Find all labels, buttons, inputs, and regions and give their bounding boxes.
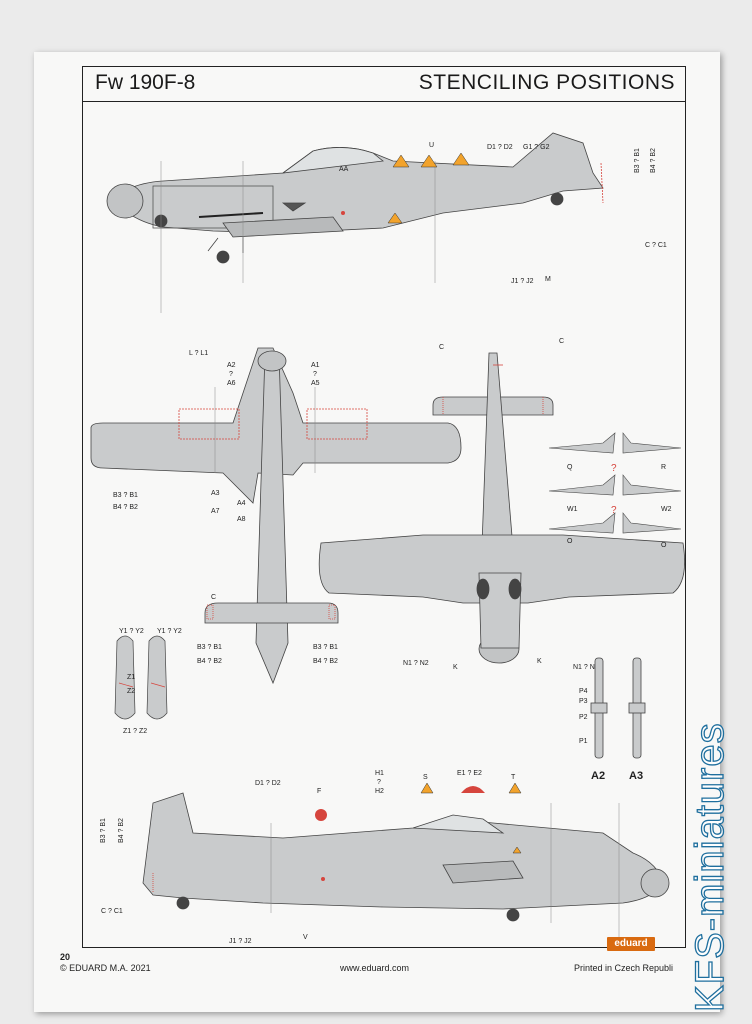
- stencil-label: O: [661, 542, 667, 549]
- stencil-label: B3 ? B1: [313, 644, 338, 651]
- stencil-label: J1 ? J2: [229, 938, 252, 945]
- side-view-right-markers: [315, 782, 522, 881]
- stencil-label: P2: [579, 714, 588, 721]
- stencil-label: A6: [227, 380, 236, 387]
- eduard-logo: eduard: [607, 937, 655, 951]
- side-view-left-warnings: [341, 152, 470, 224]
- stencil-label: H2: [375, 788, 384, 795]
- stencil-label: B4 ? B2: [113, 504, 138, 511]
- stencil-label: C ? C1: [645, 242, 667, 249]
- stencil-label: G1 ? G2: [523, 144, 550, 151]
- gear-legs: [590, 657, 646, 759]
- stencil-label: S: [423, 774, 428, 781]
- stencil-label: B4 ? B2: [197, 658, 222, 665]
- aileron-details: [548, 432, 682, 534]
- watermark: KFS-miniatures: [687, 722, 732, 1013]
- stencil-label: C: [211, 594, 216, 601]
- stencil-label: ?: [313, 371, 317, 378]
- stencil-label: O: [567, 538, 573, 545]
- printed-in: Printed in Czech Republi: [574, 963, 674, 973]
- drop-tank: [114, 635, 168, 720]
- leg-label-a2: A2: [591, 770, 605, 782]
- stencil-label: A2: [227, 362, 236, 369]
- stencil-label: Z1 ? Z2: [123, 728, 147, 735]
- stencil-label: ?: [229, 371, 233, 378]
- stencil-label: B3 ? B1: [113, 492, 138, 499]
- side-view-right: [142, 792, 670, 943]
- stencil-label: B4 ? B2: [650, 148, 657, 173]
- page-title: STENCILING POSITIONS: [418, 71, 675, 94]
- stencil-label: F: [317, 788, 321, 795]
- stencil-label: U: [429, 142, 434, 149]
- stencil-label: C: [439, 344, 444, 351]
- stencil-label: P1: [579, 738, 588, 745]
- instruction-sheet: Fw 190F-8 STENCILING POSITIONS: [34, 52, 720, 1012]
- stencil-label: A5: [311, 380, 320, 387]
- stencil-label: W1: [567, 506, 578, 513]
- stencil-label: Y1 ? Y2: [119, 628, 144, 635]
- stencil-label: K: [453, 664, 458, 671]
- stencil-label: Z1: [127, 674, 135, 681]
- stencil-label: Z2: [127, 688, 135, 695]
- stencil-label: K: [537, 658, 542, 665]
- stencil-label: E1 ? E2: [457, 770, 482, 777]
- stencil-label: Q: [567, 464, 573, 471]
- stencil-label: A4: [237, 500, 246, 507]
- stencil-label: A3: [211, 490, 220, 497]
- side-view-left: [106, 132, 604, 313]
- stencil-label: M: [545, 276, 551, 283]
- website-url: www.eduard.com: [340, 963, 410, 973]
- stencil-diagram: AA U D1 ? D2 G1 ? G2 B3 ? B1 B4 ? B2 C ?…: [90, 132, 685, 945]
- stencil-label: N1 ? N2: [573, 664, 599, 671]
- bottom-view: [318, 352, 685, 664]
- stencil-label: R: [661, 464, 666, 471]
- stencil-label: B4 ? B2: [118, 818, 125, 843]
- page-frame: Fw 190F-8 STENCILING POSITIONS: [82, 66, 686, 948]
- stencil-label: B4 ? B2: [313, 658, 338, 665]
- page-number: 20: [60, 952, 71, 962]
- leg-label-a3: A3: [629, 770, 643, 782]
- stencil-label: C: [559, 338, 564, 345]
- stencil-label: A1: [311, 362, 320, 369]
- stencil-label: A8: [237, 516, 246, 523]
- stencil-label: N1 ? N2: [403, 660, 429, 667]
- stencil-label: A7: [211, 508, 220, 515]
- stencil-label: D1 ? D2: [255, 780, 281, 787]
- stencil-label: ?: [377, 779, 381, 786]
- model-name: Fw 190F-8: [95, 71, 196, 94]
- stencil-label: Y1 ? Y2: [157, 628, 182, 635]
- stencil-label: ?: [611, 463, 617, 474]
- stencil-label: B3 ? B1: [197, 644, 222, 651]
- page-header: Fw 190F-8 STENCILING POSITIONS: [83, 67, 685, 102]
- stencil-label: W2: [661, 506, 672, 513]
- stencil-label: B3 ? B1: [100, 818, 107, 843]
- stencil-label: AA: [339, 166, 349, 173]
- stencil-label: B3 ? B1: [634, 148, 641, 173]
- stencil-label: J1 ? J2: [511, 278, 534, 285]
- stencil-label: C ? C1: [101, 908, 123, 915]
- top-view: [90, 347, 462, 685]
- stencil-label: T: [511, 774, 516, 781]
- stencil-label: P4: [579, 688, 588, 695]
- stencil-label: V: [303, 934, 308, 941]
- copyright: © EDUARD M.A. 2021: [60, 963, 151, 973]
- stencil-label: D1 ? D2: [487, 144, 513, 151]
- stencil-label: P3: [579, 698, 588, 705]
- stencil-label: ?: [611, 505, 617, 516]
- stencil-label: H1: [375, 770, 384, 777]
- stencil-label: L ? L1: [189, 350, 208, 357]
